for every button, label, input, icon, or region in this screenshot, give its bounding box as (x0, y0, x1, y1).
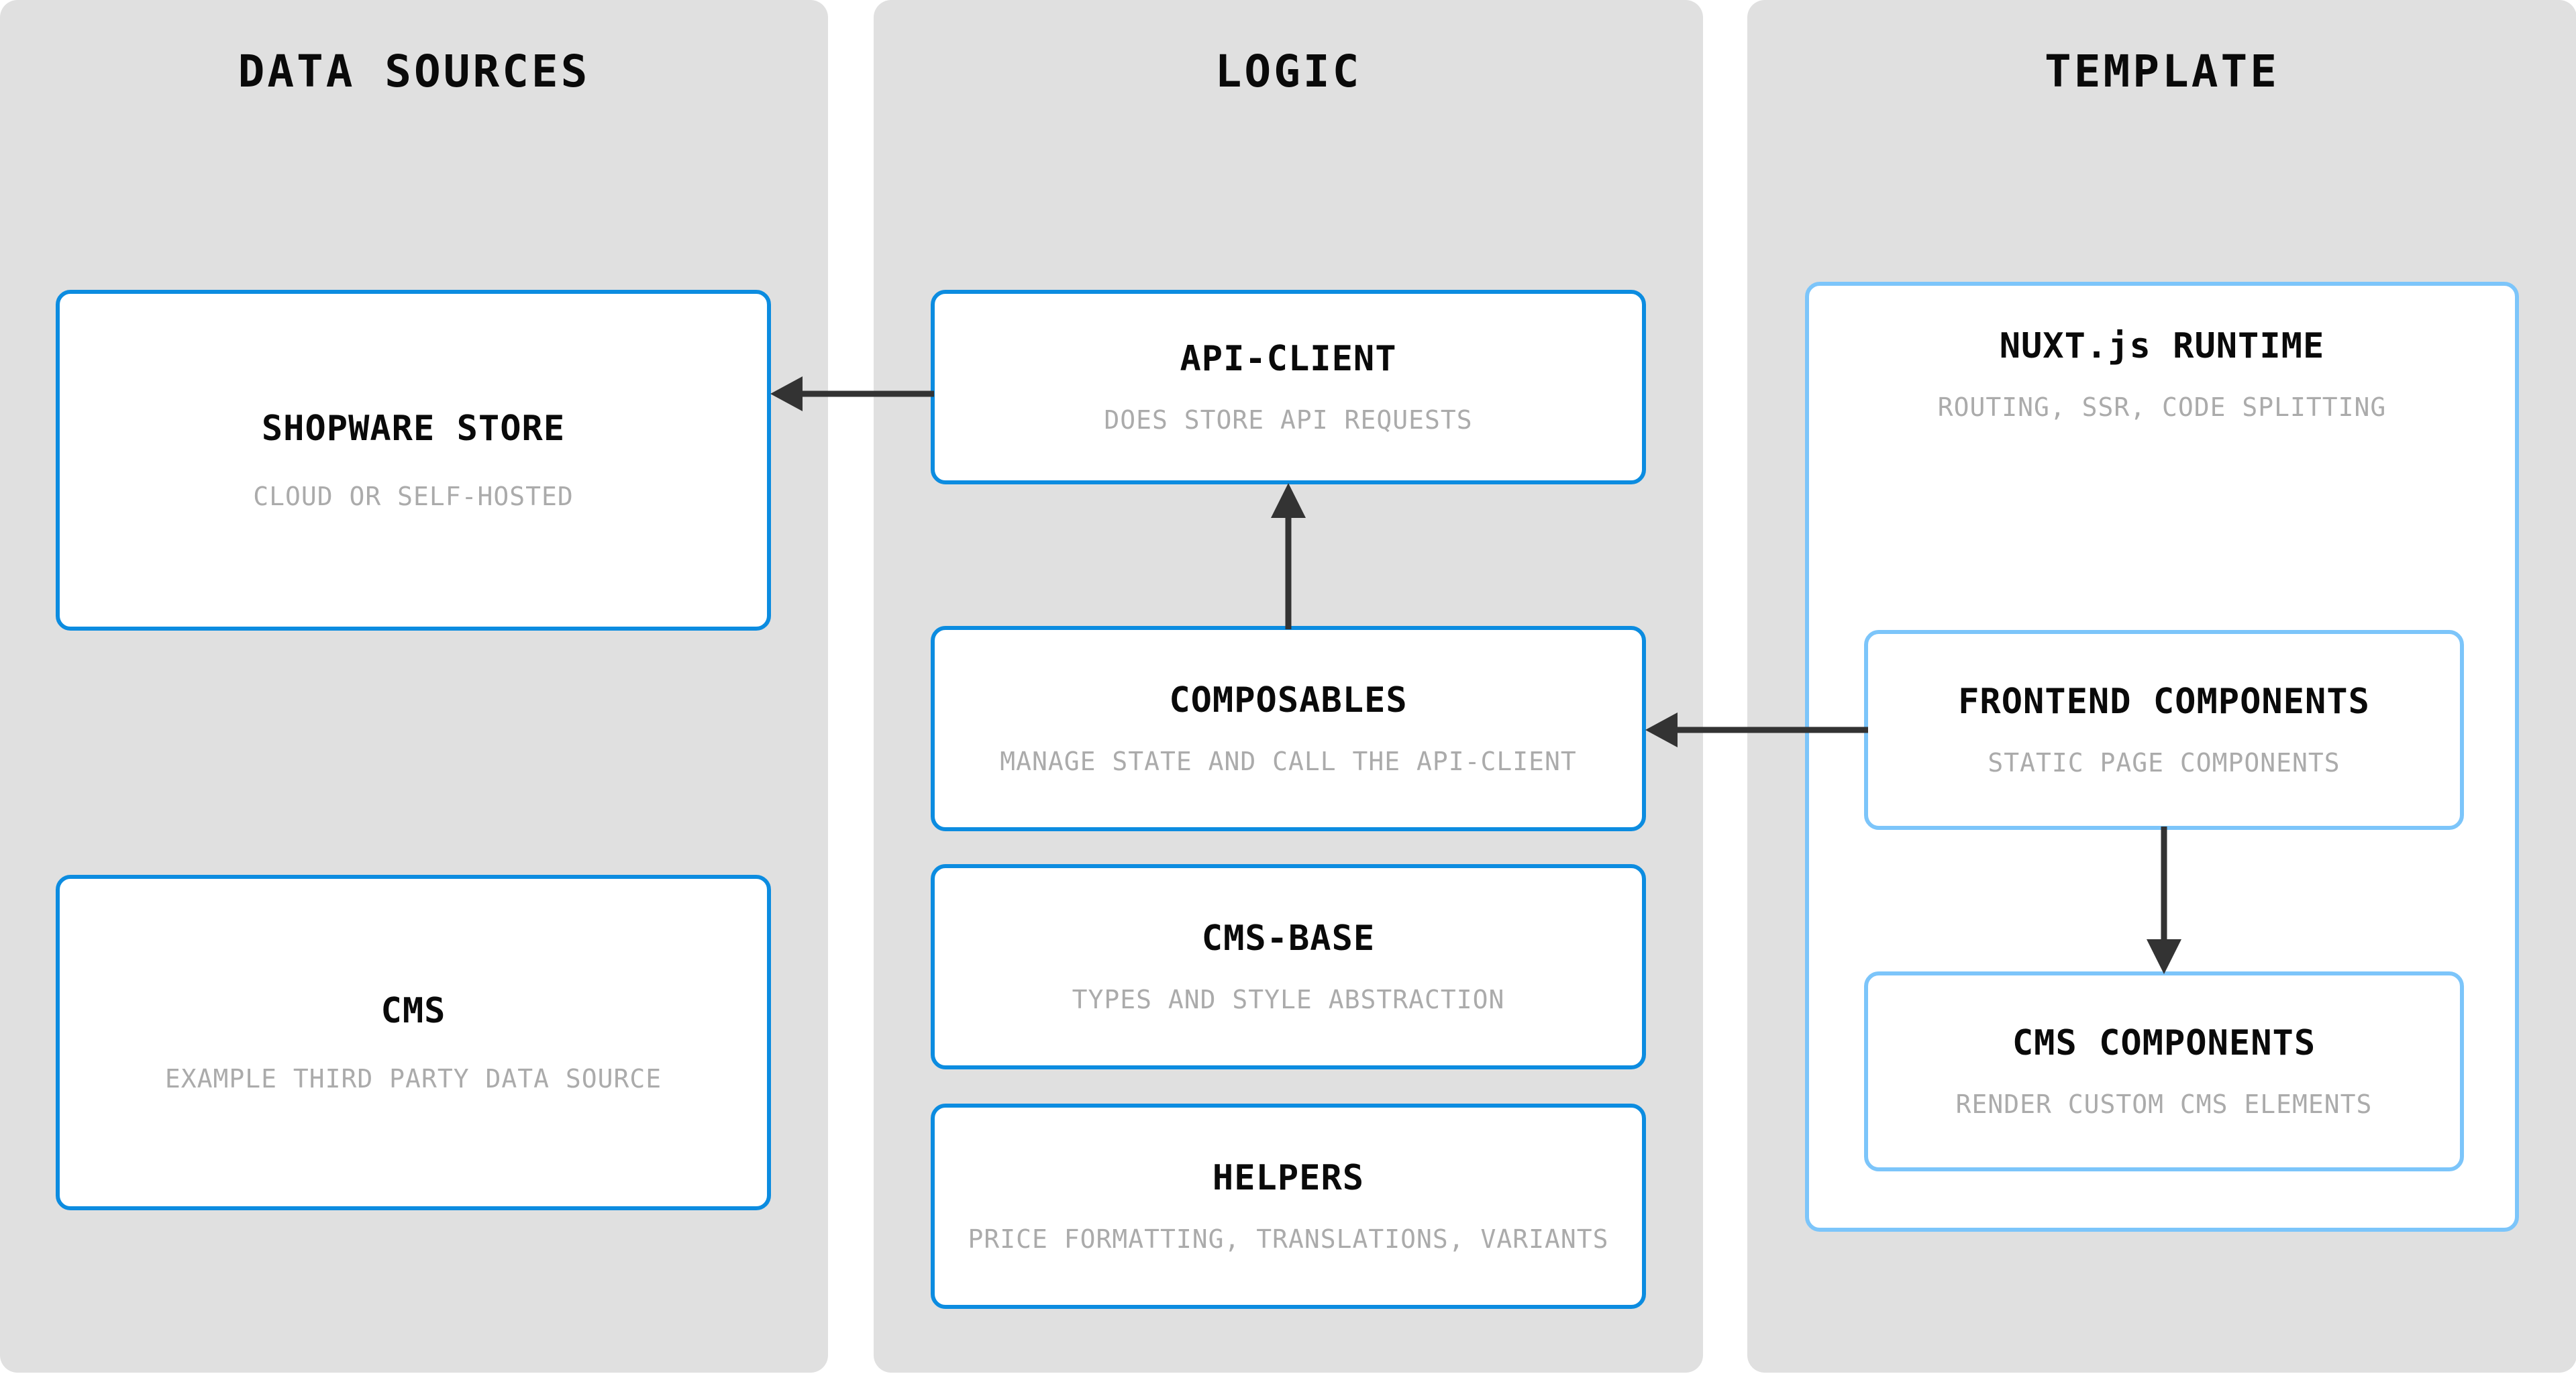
node-subtitle-shopware-store: CLOUD OR SELF-HOSTED (253, 481, 574, 511)
node-subtitle-cms-base: TYPES AND STYLE ABSTRACTION (1072, 984, 1505, 1014)
node-composables[interactable]: COMPOSABLES MANAGE STATE AND CALL THE AP… (931, 626, 1646, 831)
node-title-cms-base: CMS-BASE (1201, 918, 1376, 959)
node-subtitle-nuxt-runtime: ROUTING, SSR, CODE SPLITTING (1937, 392, 2387, 423)
node-cms-base[interactable]: CMS-BASE TYPES AND STYLE ABSTRACTION (931, 864, 1646, 1069)
node-title-cms: CMS (380, 990, 446, 1031)
node-api-client[interactable]: API-CLIENT DOES STORE API REQUESTS (931, 290, 1646, 484)
node-subtitle-api-client: DOES STORE API REQUESTS (1104, 405, 1473, 435)
node-title-helpers: HELPERS (1212, 1157, 1365, 1198)
node-subtitle-helpers: PRICE FORMATTING, TRANSLATIONS, VARIANTS (968, 1224, 1609, 1254)
node-shopware-store[interactable]: SHOPWARE STORE CLOUD OR SELF-HOSTED (56, 290, 771, 631)
node-cms-components[interactable]: CMS COMPONENTS RENDER CUSTOM CMS ELEMENT… (1864, 971, 2464, 1171)
node-subtitle-composables: MANAGE STATE AND CALL THE API-CLIENT (1000, 746, 1577, 776)
node-title-nuxt-runtime: NUXT.js RUNTIME (1999, 326, 2325, 366)
node-subtitle-frontend-components: STATIC PAGE COMPONENTS (1988, 747, 2340, 778)
node-title-api-client: API-CLIENT (1180, 338, 1397, 379)
node-cms[interactable]: CMS EXAMPLE THIRD PARTY DATA SOURCE (56, 875, 771, 1210)
node-title-cms-components: CMS COMPONENTS (2012, 1022, 2316, 1063)
column-title-data-sources: DATA SOURCES (238, 46, 590, 97)
node-title-composables: COMPOSABLES (1169, 680, 1408, 721)
node-helpers[interactable]: HELPERS PRICE FORMATTING, TRANSLATIONS, … (931, 1104, 1646, 1309)
node-title-shopware-store: SHOPWARE STORE (261, 408, 566, 449)
node-frontend-components[interactable]: FRONTEND COMPONENTS STATIC PAGE COMPONEN… (1864, 630, 2464, 830)
column-title-logic: LOGIC (1215, 46, 1362, 97)
node-title-frontend-components: FRONTEND COMPONENTS (1958, 681, 2370, 722)
node-subtitle-cms: EXAMPLE THIRD PARTY DATA SOURCE (164, 1063, 662, 1094)
column-title-template: TEMPLATE (2045, 46, 2279, 97)
node-subtitle-cms-components: RENDER CUSTOM CMS ELEMENTS (1955, 1089, 2373, 1119)
